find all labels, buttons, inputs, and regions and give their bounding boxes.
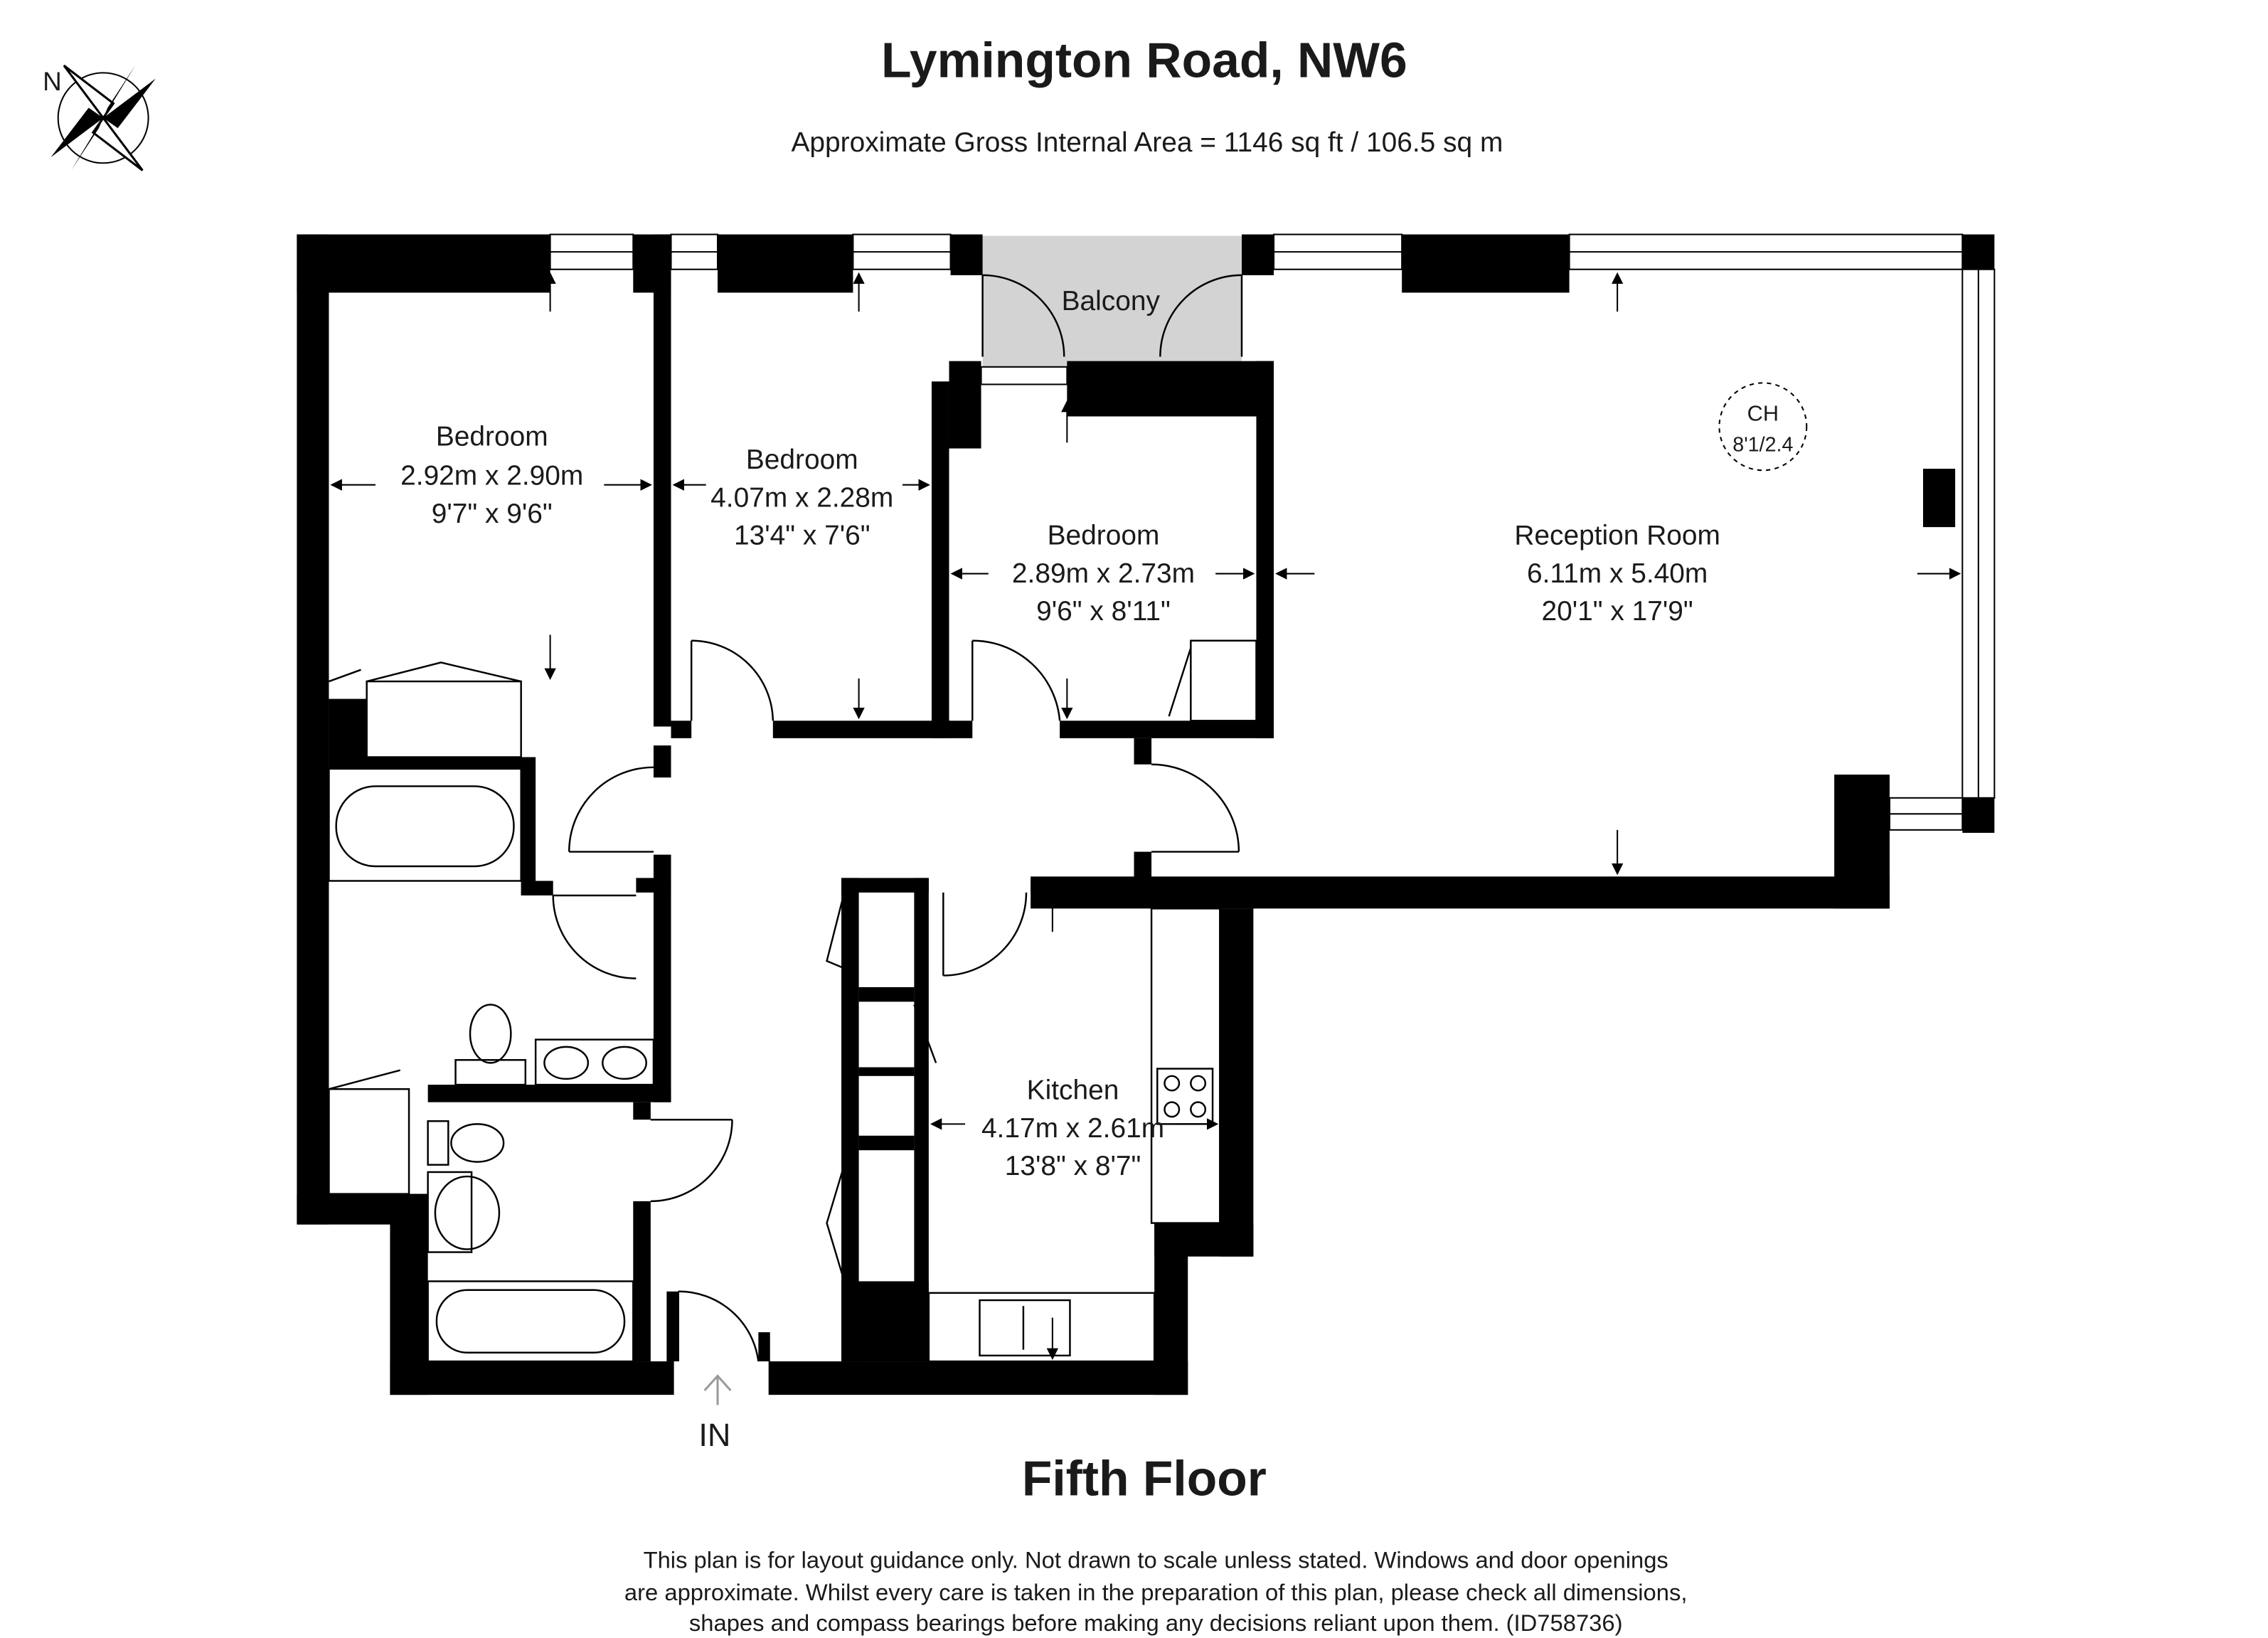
room-kitchen: Kitchen 4.17m x 2.61m 13'8" x 8'7"	[981, 1075, 1164, 1181]
room-bedroom-1: Bedroom 2.92m x 2.90m 9'7" x 9'6"	[400, 421, 583, 528]
disclaimer-line: shapes and compass bearings before makin…	[689, 1610, 1623, 1636]
room-imperial: 13'8" x 8'7"	[1005, 1151, 1141, 1181]
entrance-arrow-icon	[703, 1374, 732, 1405]
plan-subtitle: Approximate Gross Internal Area = 1146 s…	[792, 127, 1503, 158]
ceiling-height-marker	[1718, 382, 1808, 472]
ceiling-height-code: CH	[1747, 401, 1779, 426]
room-name: Bedroom	[1048, 521, 1160, 551]
balcony-label: Balcony	[1062, 286, 1161, 317]
fireplace	[1923, 469, 1956, 528]
windows	[549, 233, 1996, 831]
room-bedroom-2: Bedroom 4.07m x 2.28m 13'4" x 7'6"	[710, 445, 893, 551]
room-name: Bedroom	[746, 445, 858, 475]
room-name: Kitchen	[1027, 1075, 1119, 1106]
entrance-label: IN	[698, 1417, 730, 1453]
compass-north-label: N	[43, 67, 62, 96]
doors	[329, 274, 1243, 1362]
room-name: Reception Room	[1514, 521, 1720, 551]
room-metric: 4.17m x 2.61m	[981, 1113, 1164, 1144]
room-reception: Reception Room 6.11m x 5.40m 20'1" x 17'…	[1514, 521, 1720, 627]
room-metric: 6.11m x 5.40m	[1527, 558, 1708, 589]
room-imperial: 9'7" x 9'6"	[432, 499, 553, 529]
disclaimer-line: This plan is for layout guidance only. N…	[644, 1547, 1668, 1573]
room-metric: 2.89m x 2.73m	[1012, 558, 1195, 589]
ceiling-height-value: 8'1/2.4	[1732, 434, 1793, 457]
room-imperial: 13'4" x 7'6"	[734, 521, 871, 551]
room-name: Bedroom	[436, 421, 548, 452]
room-metric: 4.07m x 2.28m	[710, 482, 893, 513]
disclaimer-line: are approximate. Whilst every care is ta…	[624, 1579, 1688, 1605]
floor-label: Fifth Floor	[1022, 1450, 1267, 1506]
balcony-area	[982, 235, 1242, 367]
plan-title: Lymington Road, NW6	[881, 32, 1407, 87]
room-metric: 2.92m x 2.90m	[400, 461, 583, 491]
compass-icon	[50, 64, 156, 171]
dimension-arrows	[330, 272, 1961, 1361]
room-imperial: 20'1" x 17'9"	[1542, 596, 1693, 627]
fixtures	[328, 639, 1257, 1363]
room-imperial: 9'6" x 8'11"	[1036, 596, 1171, 627]
room-bedroom-3: Bedroom 2.89m x 2.73m 9'6" x 8'11"	[1012, 521, 1195, 627]
walls	[297, 234, 1995, 1395]
